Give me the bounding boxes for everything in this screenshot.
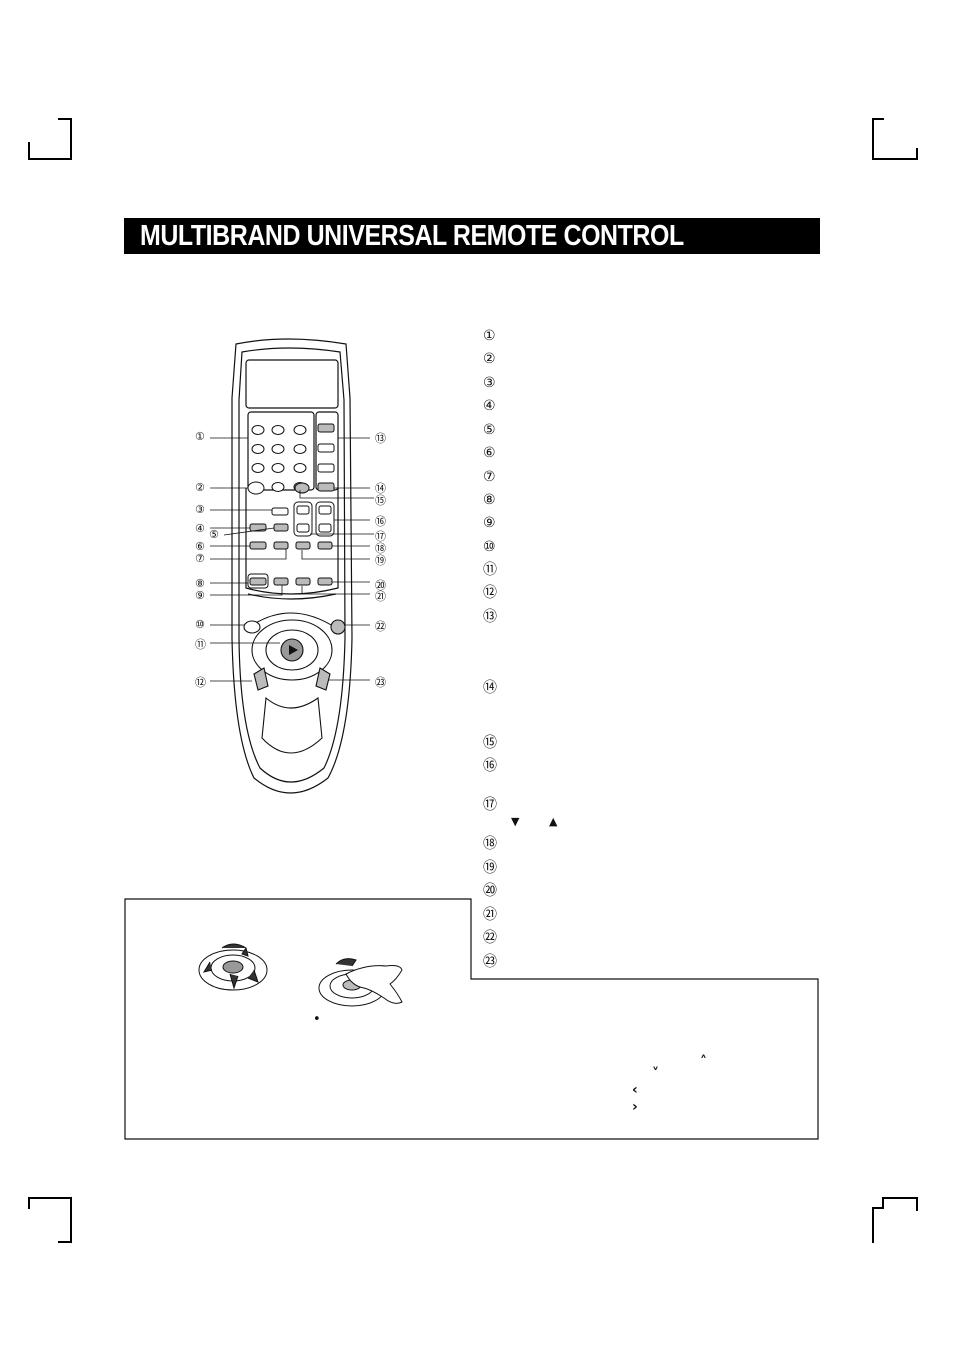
- finger-on-dial-icon: [318, 958, 403, 1007]
- callout-20: ⑳: [375, 579, 386, 592]
- list-item-number: ⑳: [483, 883, 497, 899]
- list-item-number: ㉒: [483, 930, 497, 946]
- up-chevron-icon: ˄: [700, 1054, 707, 1070]
- list-item-number: ⑭: [483, 680, 497, 696]
- list-item-number: ⑥: [483, 445, 496, 461]
- remote-control-icon: [210, 338, 374, 794]
- callout-7: ⑦: [195, 552, 205, 565]
- up-triangle-icon: ▲: [549, 815, 558, 828]
- list-item-number: ①: [483, 328, 496, 344]
- list-item-number: ②: [483, 351, 496, 367]
- callout-16: ⑯: [375, 515, 386, 528]
- down-chevron-icon: ˅: [652, 1066, 659, 1082]
- list-item-number: ⑬: [483, 609, 497, 625]
- list-item-number: ⑮: [483, 735, 497, 751]
- callout-23: ㉓: [375, 676, 386, 689]
- list-item-number: ⑦: [483, 469, 496, 485]
- list-item-number: ⑰: [483, 797, 497, 813]
- callout-3: ③: [195, 503, 205, 516]
- left-chevron-icon: ‹: [632, 1082, 638, 1098]
- callout-11: ⑪: [195, 638, 206, 651]
- list-item-number: ⑨: [483, 515, 496, 531]
- callout-19: ⑲: [375, 554, 386, 567]
- down-triangle-icon: ▼: [511, 815, 520, 828]
- list-item-number: ⑧: [483, 492, 496, 508]
- callout-10: ⑩: [195, 618, 205, 631]
- page-title: MULTIBRAND UNIVERSAL REMOTE CONTROL: [140, 220, 684, 252]
- callout-12: ⑫: [195, 676, 206, 689]
- list-item-number: ⑪: [483, 562, 497, 578]
- section-title-banner: MULTIBRAND UNIVERSAL REMOTE CONTROL: [124, 218, 820, 254]
- callout-6: ⑥: [195, 540, 205, 553]
- callout-4: ④: [195, 522, 205, 535]
- list-item-number: ⑱: [483, 836, 497, 852]
- callout-22: ㉒: [375, 620, 386, 633]
- callout-1: ①: [195, 430, 205, 443]
- callout-8: ⑧: [195, 577, 205, 590]
- callout-9: ⑨: [195, 589, 205, 602]
- list-item-number: ⑯: [483, 758, 497, 774]
- list-item-number: ㉓: [483, 954, 497, 970]
- callout-18: ⑱: [375, 542, 386, 555]
- list-item-number: ⑫: [483, 585, 497, 601]
- callout-17: ⑰: [375, 530, 386, 543]
- list-item-number: ⑤: [483, 422, 496, 438]
- list-item-number: ④: [483, 398, 496, 414]
- item-number-list: ① ② ③ ④ ⑤ ⑥ ⑦ ⑧ ⑨ ⑩ ⑪ ⑫ ⑬ ⑭ ⑮ ⑯ ⑰ ⑱ ⑲ ⑳ …: [483, 326, 523, 976]
- list-item-number: ③: [483, 375, 496, 391]
- list-item-number: ⑩: [483, 539, 496, 555]
- callout-2: ②: [195, 481, 205, 494]
- list-item-number: ⑲: [483, 860, 497, 876]
- list-item-number: ㉑: [483, 907, 497, 923]
- callout-21: ㉑: [375, 590, 386, 603]
- callout-15: ⑮: [375, 494, 386, 507]
- jog-shuttle-dial-icon: [198, 943, 268, 991]
- callout-13: ⑬: [375, 432, 386, 445]
- callout-5: ⑤: [209, 528, 219, 541]
- bullet-marker: •: [313, 1012, 321, 1027]
- right-chevron-icon: ›: [632, 1099, 638, 1115]
- callout-14: ⑭: [375, 482, 386, 495]
